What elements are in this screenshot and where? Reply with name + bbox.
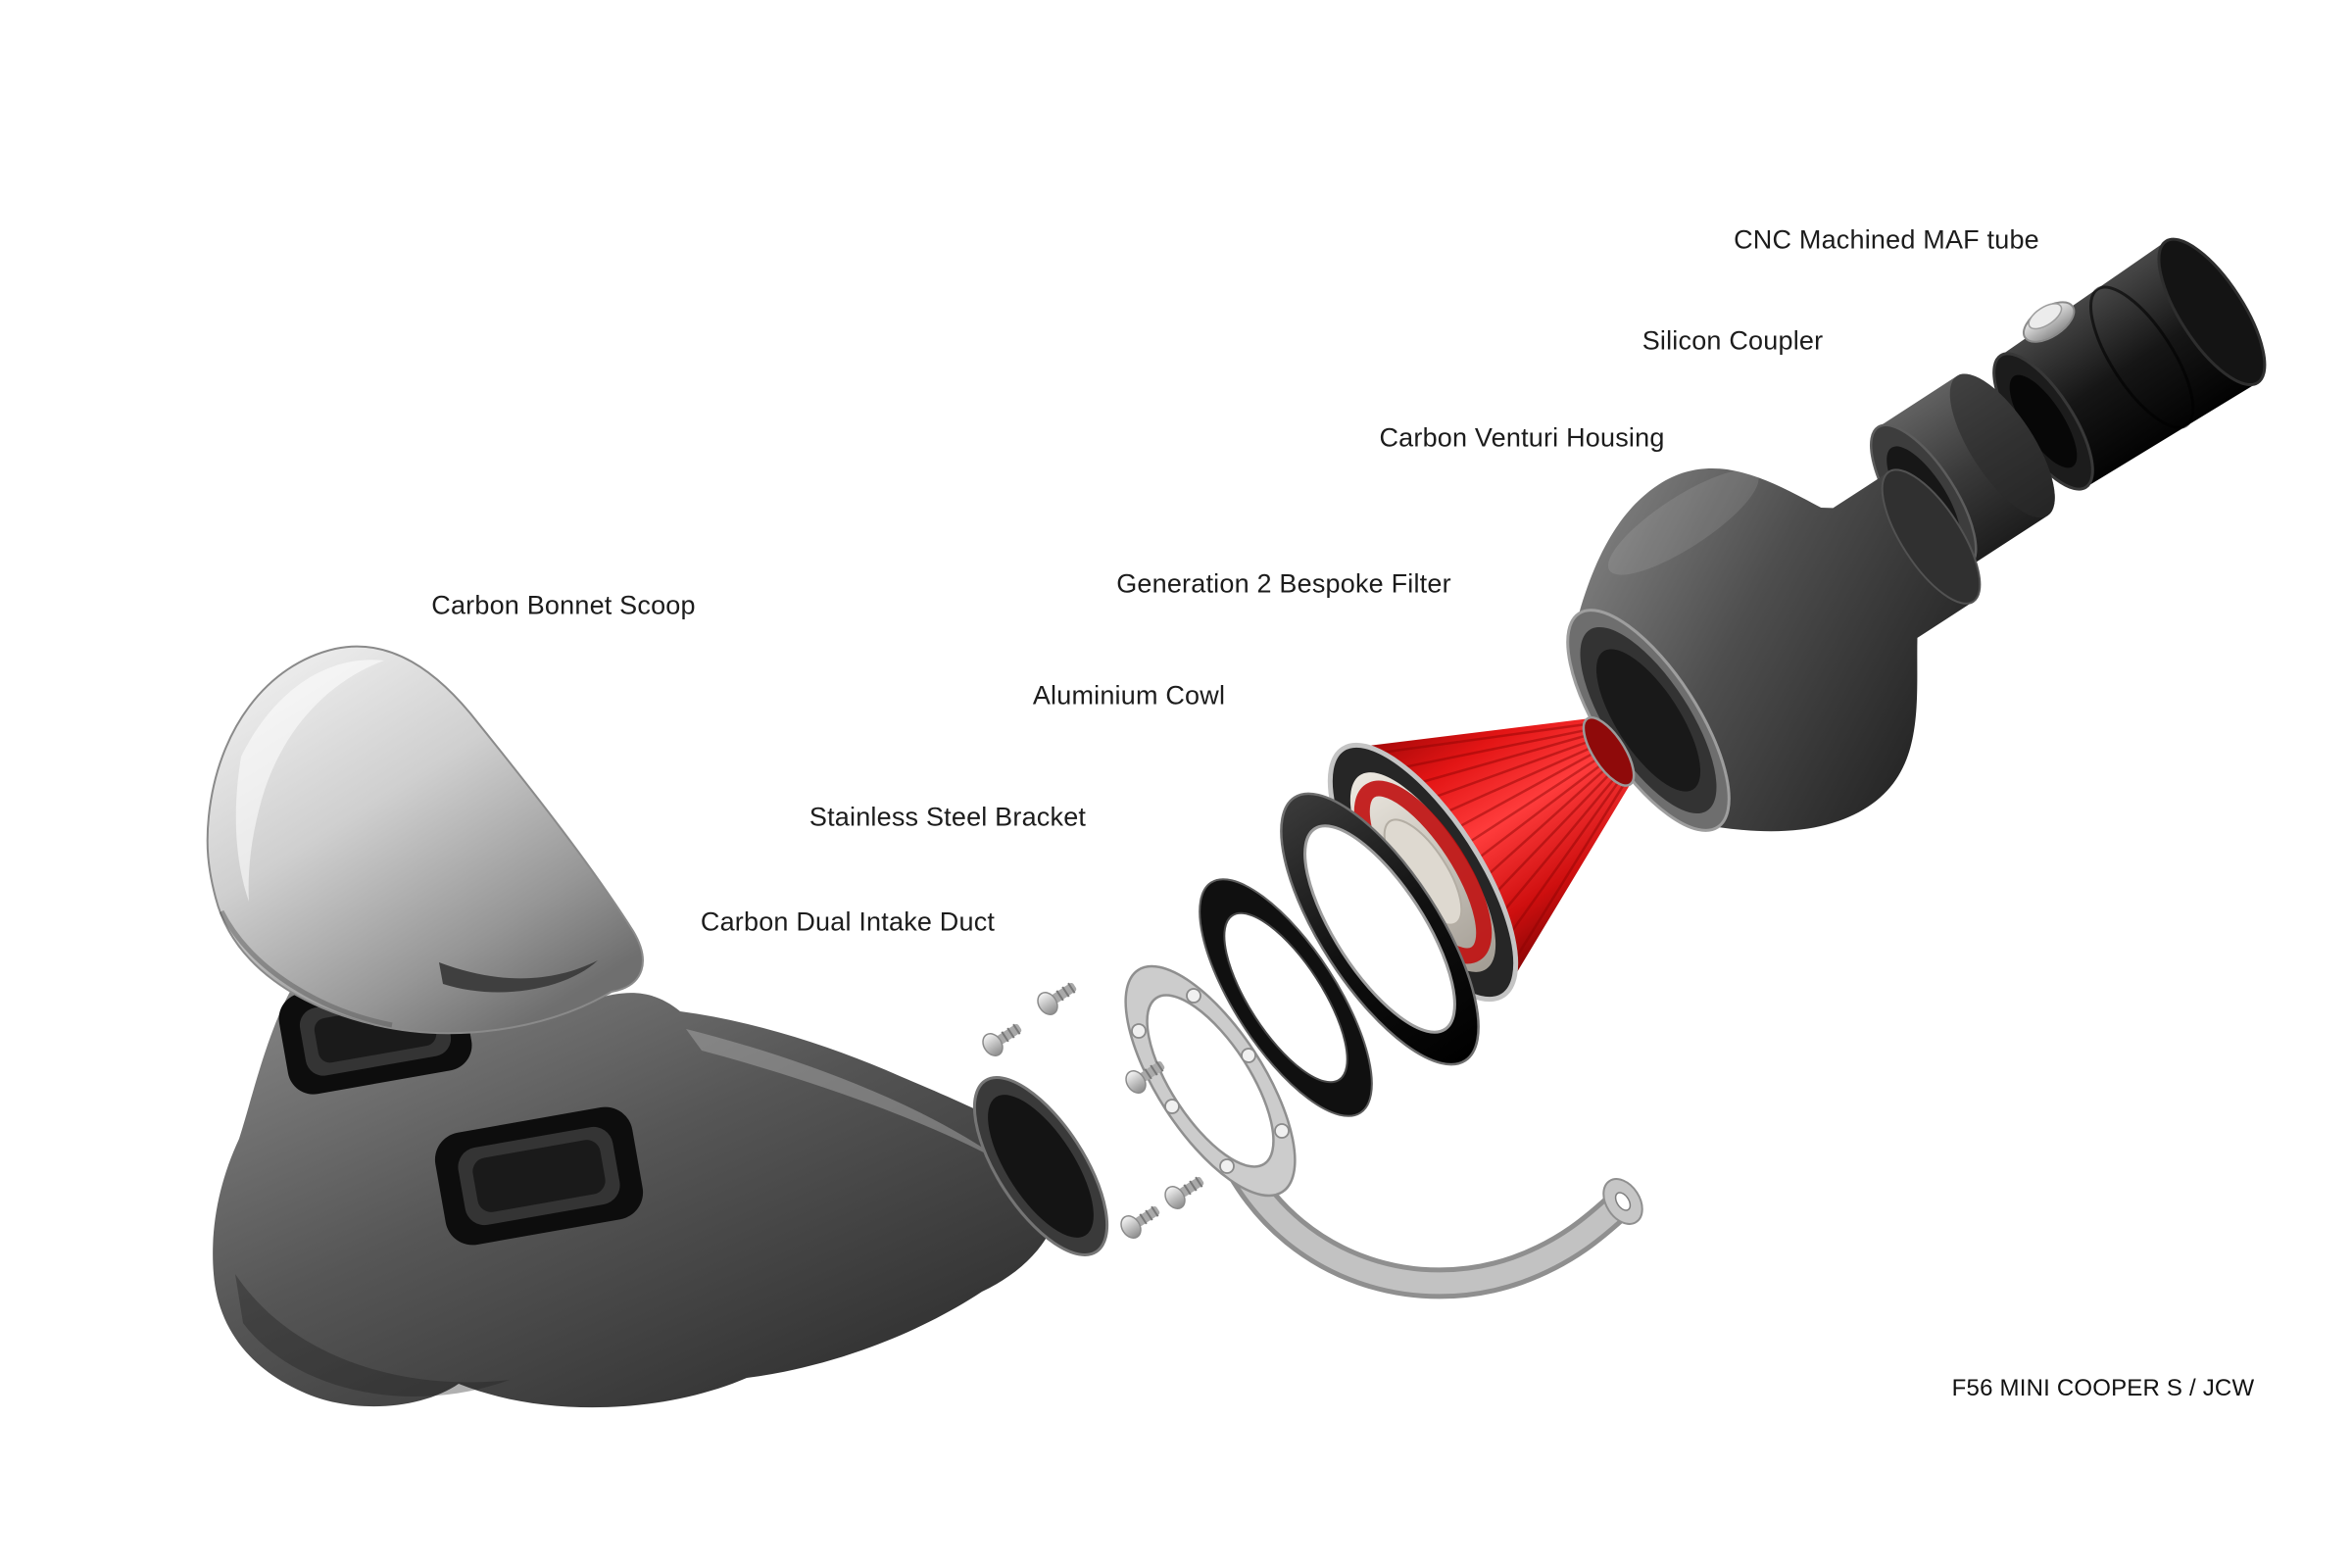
label-intake-duct: Carbon Dual Intake Duct	[700, 906, 996, 937]
intake-duct-part	[213, 947, 1109, 1408]
maf-sensor-fitting	[2023, 301, 2076, 343]
venturi-housing-part	[1566, 468, 1982, 832]
mounting-screws	[982, 982, 1204, 1239]
label-maf-tube: CNC Machined MAF tube	[1734, 224, 2039, 255]
duct-gasket-rear	[434, 1106, 644, 1246]
label-bonnet-scoop: Carbon Bonnet Scoop	[431, 590, 696, 620]
bonnet-scoop-part	[206, 645, 644, 1035]
label-aluminium-cowl: Aluminium Cowl	[1032, 680, 1226, 710]
label-venturi-housing: Carbon Venturi Housing	[1379, 422, 1665, 453]
label-bespoke-filter: Generation 2 Bespoke Filter	[1116, 568, 1451, 599]
maf-tube-part	[1992, 237, 2267, 491]
scoop-vent-slot	[439, 960, 598, 993]
label-silicon-coupler: Silicon Coupler	[1642, 325, 1824, 356]
bracket-holes	[1131, 988, 1290, 1174]
steel-bracket-part	[1124, 964, 1643, 1299]
label-vehicle-model: F56 MINI COOPER S / JCW	[1951, 1375, 2255, 1401]
duct-outlet	[972, 1076, 1109, 1256]
label-steel-bracket: Stainless Steel Bracket	[808, 802, 1087, 832]
aluminium-cowl-part	[1280, 792, 1480, 1066]
seal-ring-part	[1199, 878, 1373, 1117]
